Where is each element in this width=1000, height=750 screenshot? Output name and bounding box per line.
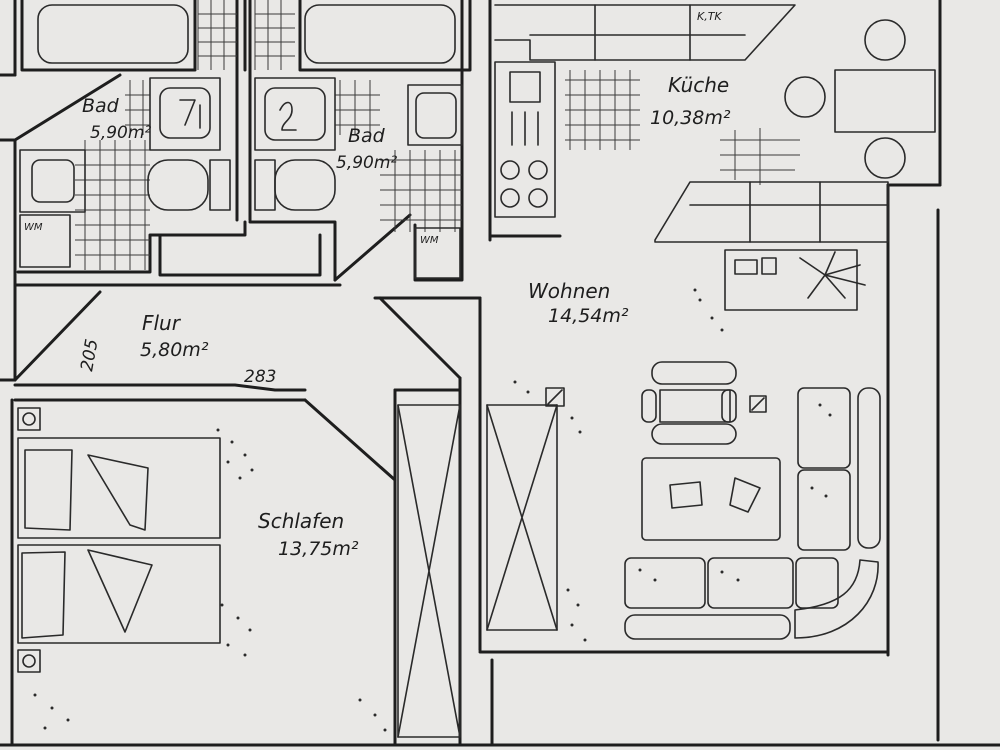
schlafen-area: 13,75m² bbox=[278, 538, 359, 560]
nightstand-top bbox=[17, 407, 41, 431]
kueche-name: Küche bbox=[668, 73, 729, 97]
sink-right bbox=[254, 77, 336, 151]
small-stool bbox=[749, 395, 767, 413]
sideboard-with-plant bbox=[724, 249, 866, 311]
bathtub-left bbox=[37, 4, 189, 64]
wm-left-label: WM bbox=[24, 222, 43, 233]
room-labels: Bad 5,90m² Bad 5,90m² Küche 10,38m² Wohn… bbox=[82, 73, 731, 560]
wardrobe-left bbox=[397, 404, 461, 738]
washing-machine-right bbox=[414, 227, 461, 279]
sink-left bbox=[149, 77, 221, 151]
schlafen-name: Schlafen bbox=[258, 509, 344, 533]
tile-grid-bath-right bbox=[254, 0, 462, 232]
wardrobe-right bbox=[486, 404, 558, 631]
coffee-table bbox=[641, 457, 781, 541]
flur-area: 5,80m² bbox=[140, 339, 209, 361]
washing-machine-left bbox=[19, 214, 71, 268]
kitchen-counter bbox=[494, 4, 796, 61]
hallway-walls bbox=[13, 290, 482, 482]
stove bbox=[494, 61, 556, 218]
washbasin-left-bath bbox=[19, 149, 86, 213]
kitchen-table-set bbox=[784, 19, 936, 179]
tile-grid-bath-left bbox=[75, 0, 237, 270]
wohnen-name: Wohnen bbox=[528, 279, 610, 303]
bad-right-area: 5,90m² bbox=[336, 153, 397, 173]
flur-name: Flur bbox=[142, 311, 182, 335]
dining-table-with-chairs bbox=[641, 361, 737, 445]
double-bed bbox=[17, 437, 221, 644]
bad-right-name: Bad bbox=[348, 125, 386, 147]
washbasin-right-bath bbox=[407, 84, 463, 146]
kitchen-island bbox=[654, 181, 889, 243]
texture-dots bbox=[33, 288, 832, 732]
wm-right-label: WM bbox=[420, 235, 439, 246]
bad-left-area: 5,90m² bbox=[90, 123, 151, 143]
wohnen-area: 14,54m² bbox=[548, 305, 629, 327]
kueche-area: 10,38m² bbox=[650, 107, 731, 129]
flur-length-dimension: 283 bbox=[244, 367, 276, 387]
kitchen-unit-label: K,TK bbox=[697, 10, 722, 23]
bathtub-right bbox=[304, 4, 456, 64]
window-column bbox=[545, 387, 565, 407]
toilet-left bbox=[147, 159, 231, 211]
nightstand-bottom bbox=[17, 649, 41, 673]
tile-grid-kitchen bbox=[565, 70, 800, 185]
toilet-right bbox=[254, 159, 336, 211]
bad-left-name: Bad bbox=[82, 95, 120, 117]
sofa-set bbox=[624, 387, 881, 640]
